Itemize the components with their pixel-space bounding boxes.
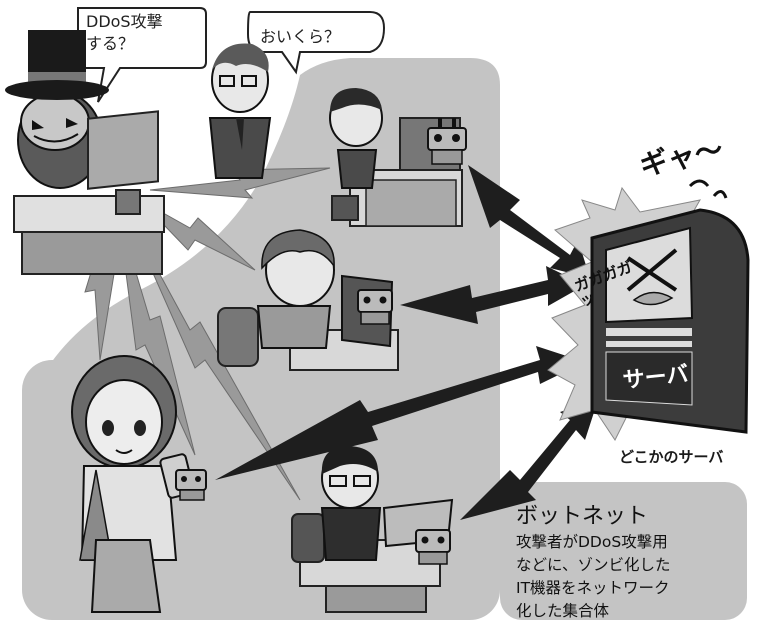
control-bolt-to-top-bot bbox=[149, 167, 331, 199]
pc-user-middle bbox=[217, 229, 399, 371]
control-bolt-to-mid-bot bbox=[139, 199, 256, 271]
attack-bolt-woman bbox=[215, 346, 585, 480]
sweat-mark-2 bbox=[712, 190, 728, 199]
robot-zombie-icon-top bbox=[427, 118, 467, 165]
attacker-offer-text: DDoS攻撃 する？ bbox=[86, 12, 163, 53]
attack-bolt-top-bot bbox=[468, 165, 590, 278]
control-bolts bbox=[84, 167, 331, 501]
attack-bolt-mid-bot bbox=[400, 266, 585, 324]
attacker-figure bbox=[5, 30, 165, 275]
server-icon bbox=[590, 208, 750, 434]
client-question-text: おいくら？ bbox=[260, 27, 341, 46]
control-bolt-to-phone bbox=[117, 211, 196, 456]
speech-bubble-client bbox=[246, 11, 386, 75]
attack-bolt-bottom-bot bbox=[460, 400, 598, 520]
control-bolt-to-bottom-bot bbox=[124, 209, 301, 501]
sweat-mark-1 bbox=[688, 179, 710, 188]
server-caption: どこかのサーバ bbox=[619, 448, 724, 466]
robot-zombie-icon-phone bbox=[175, 469, 207, 501]
woman-user bbox=[71, 355, 195, 613]
pc-user-top bbox=[329, 88, 463, 227]
server-screen-label: サーバ bbox=[621, 362, 690, 394]
legend-panel bbox=[500, 482, 747, 620]
robot-zombie-icon-middle bbox=[357, 289, 393, 325]
robot-zombie-icon-bottom bbox=[415, 529, 451, 565]
client-figure bbox=[208, 43, 272, 179]
legend-title: ボットネット bbox=[516, 504, 649, 529]
attack-bolts bbox=[215, 165, 598, 520]
legend-description: 攻撃者がDDoS攻撃用 などに、ゾンビ化した IT機器をネットワーク 化した集合… bbox=[516, 533, 671, 620]
